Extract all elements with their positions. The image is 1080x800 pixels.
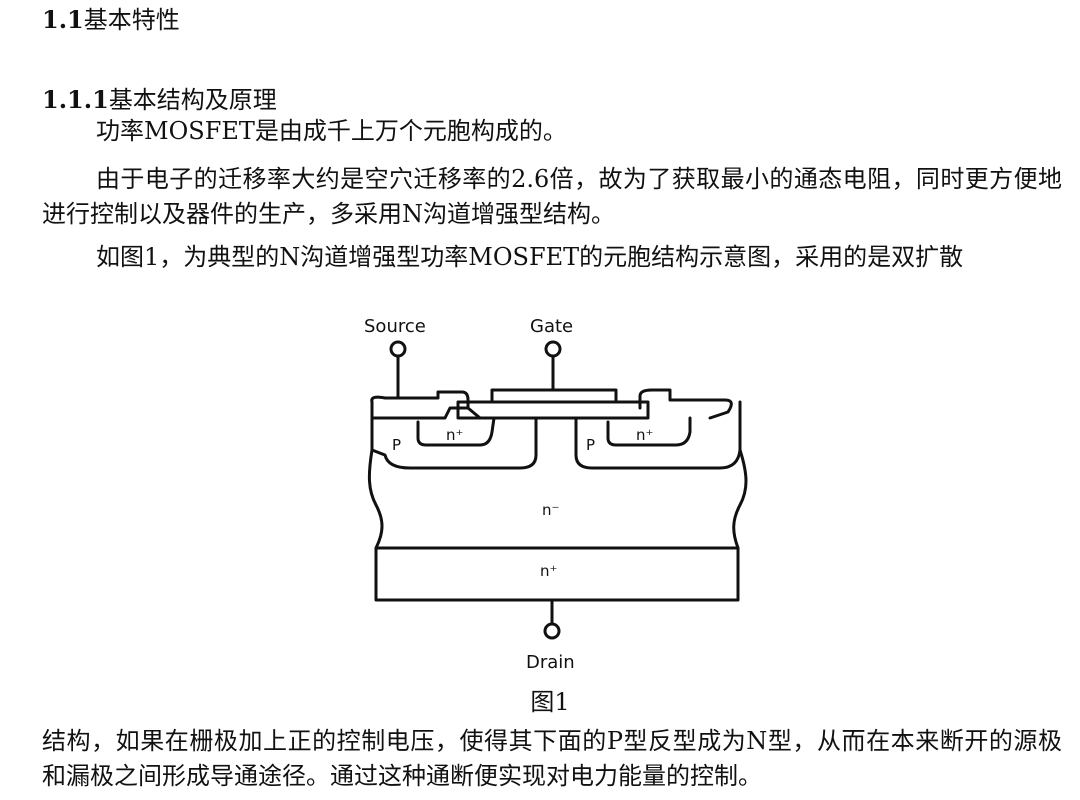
p-well-right bbox=[574, 416, 742, 470]
source-terminal-icon bbox=[389, 340, 407, 358]
n-plus-right-label: n⁺ bbox=[636, 426, 653, 444]
n-plus-source-right bbox=[606, 416, 692, 447]
source-label: Source bbox=[364, 316, 426, 337]
top-surface-left bbox=[370, 390, 470, 410]
section-title: 基本特性 bbox=[83, 6, 180, 34]
drain-label: Drain bbox=[526, 652, 575, 673]
section-number: 1.1 bbox=[42, 5, 84, 34]
subsection-heading: 1.1.1基本结构及原理 bbox=[42, 80, 277, 115]
paragraph-4: 结构，如果在栅极加上正的控制电压，使得其下面的P型反型成为N型，从而在本来断开的… bbox=[42, 727, 1062, 790]
gate-terminal-icon bbox=[544, 340, 562, 358]
p-region-left-label: P bbox=[392, 436, 401, 454]
section-heading: 1.1基本特性 bbox=[42, 0, 180, 35]
n-plus-source-left bbox=[416, 416, 496, 447]
device-body-outline bbox=[367, 400, 748, 602]
p-region-right-label: P bbox=[586, 436, 595, 454]
subsection-number: 1.1.1 bbox=[42, 85, 109, 114]
gate-oxide bbox=[456, 400, 650, 420]
paragraph-3: 如图1，为典型的N沟道增强型功率MOSFET的元胞结构示意图，采用的是双扩散 bbox=[96, 243, 964, 271]
figure-caption: 图1 bbox=[530, 688, 570, 716]
top-surface-right bbox=[638, 388, 733, 420]
subsection-title: 基本结构及原理 bbox=[108, 86, 277, 114]
drain-terminal-icon bbox=[543, 622, 561, 640]
n-plus-left-label: n⁺ bbox=[446, 426, 463, 444]
mosfet-cell-svg: Source Gate Drain P P n⁺ n⁺ n⁻ n⁺ bbox=[364, 316, 748, 673]
paragraph-2: 由于电子的迁移率大约是空穴迁移率的2.6倍，故为了获取最小的通态电阻，同时更方便… bbox=[42, 165, 1062, 228]
paragraph-1: 功率MOSFET是由成千上万个元胞构成的。 bbox=[96, 117, 567, 145]
gate-poly bbox=[490, 388, 618, 404]
n-minus-label: n⁻ bbox=[542, 501, 559, 519]
n-plus-drain-label: n⁺ bbox=[540, 562, 557, 580]
mosfet-cell-diagram: Source Gate Drain P P n⁺ n⁺ n⁻ n⁺ bbox=[340, 300, 760, 690]
gate-label: Gate bbox=[530, 316, 573, 337]
